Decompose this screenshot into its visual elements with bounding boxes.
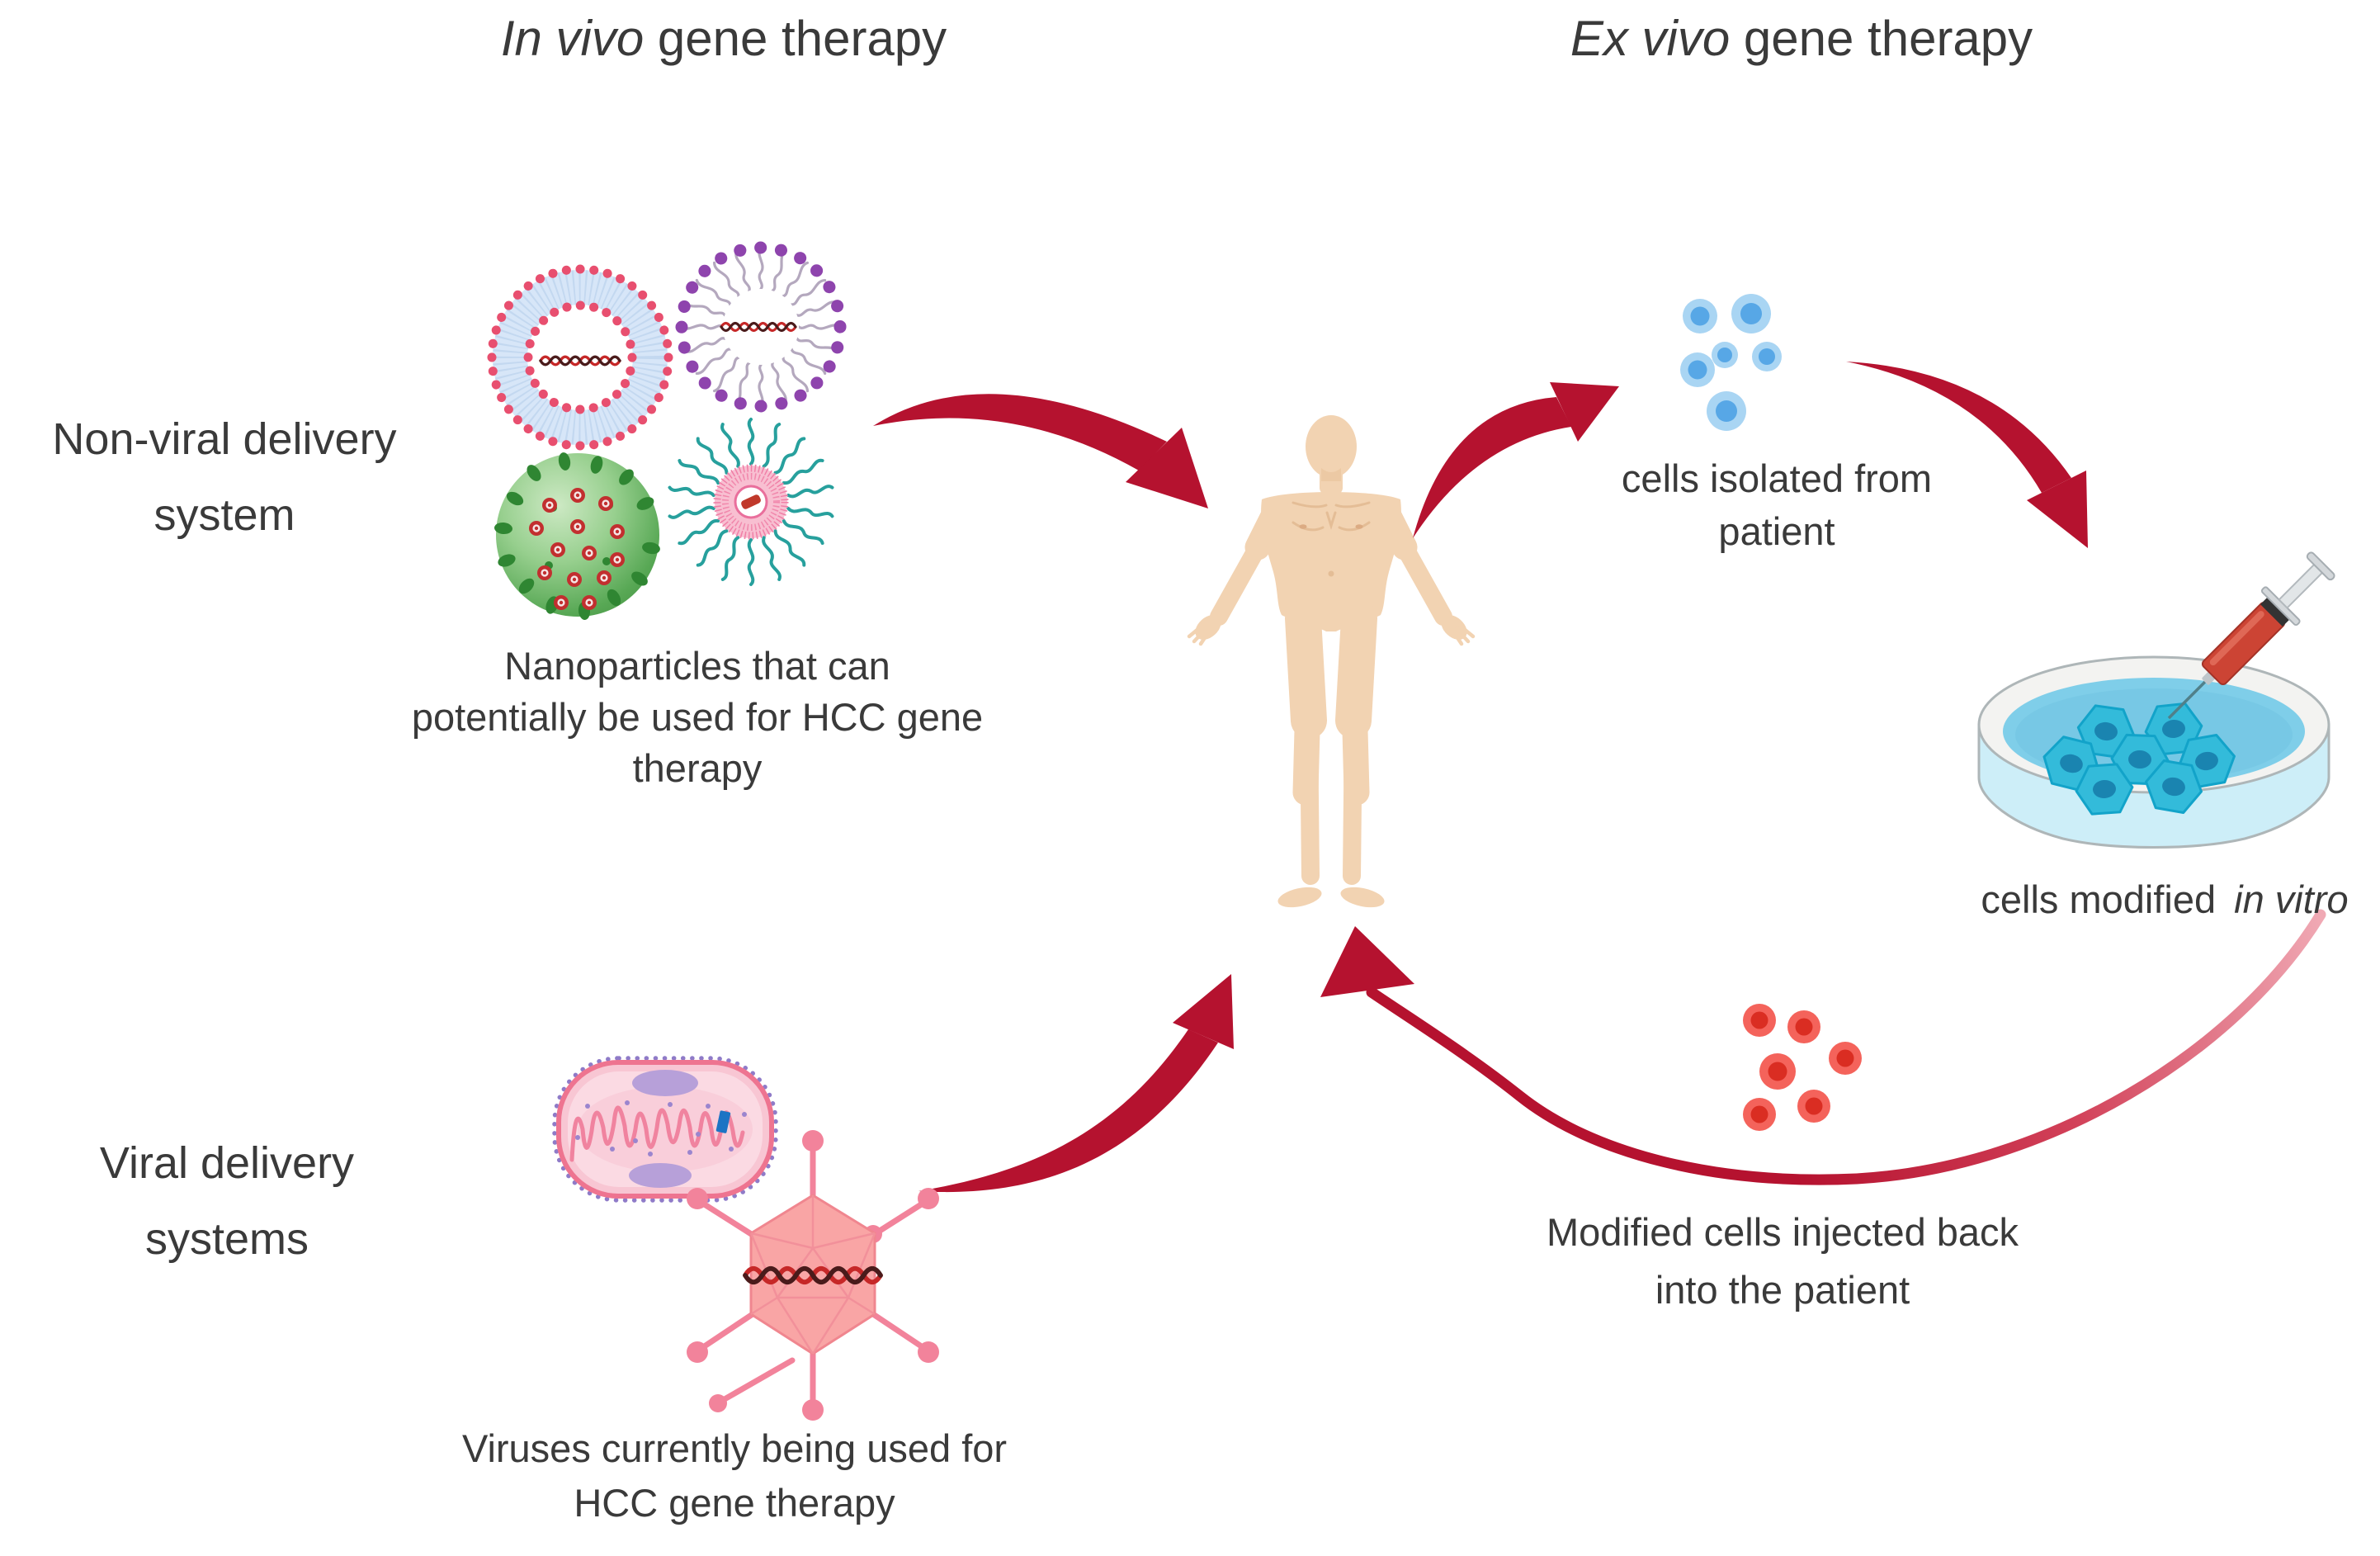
ex-vivo-italic: Ex vivo <box>1570 11 1731 66</box>
isolated-cells-icon <box>1680 294 1782 431</box>
caption-cells-isolated: cells isolated from patient <box>1621 456 1933 553</box>
title-in-vivo: In vivo gene therapy <box>501 10 947 67</box>
ex-vivo-rest: gene therapy <box>1730 11 2033 66</box>
arrow-nanoparticles-to-patient <box>873 394 1208 508</box>
in-vivo-rest: gene therapy <box>644 11 947 66</box>
modified-cells-icon <box>1743 1004 1862 1131</box>
green-nanoparticle-icon <box>494 452 660 620</box>
in-vivo-italic: In vivo <box>500 11 645 66</box>
human-body-icon <box>1187 415 1476 908</box>
petri-dish-icon <box>1977 551 2335 849</box>
caption-nanoparticles: Nanoparticles that can potentially be us… <box>411 644 984 790</box>
label-non-viral-delivery: Non-viral delivery system <box>52 414 397 540</box>
polymer-micelle-nanoparticle-icon <box>675 241 847 413</box>
arrow-patient-to-cells <box>1413 382 1619 538</box>
arrow-virus-to-patient <box>918 974 1234 1193</box>
pegylated-micelle-nanoparticle-icon <box>668 418 834 586</box>
label-viral-delivery: Viral delivery systems <box>99 1138 355 1264</box>
arrow-modified-cells-to-patient <box>1320 909 2326 1185</box>
bacterial-plasmid-icon <box>552 1056 778 1203</box>
caption-viruses: Viruses currently being used for HCC gen… <box>461 1426 1008 1525</box>
title-ex-vivo: Ex vivo gene therapy <box>1570 10 2033 67</box>
gene-cargo-dots <box>529 488 625 610</box>
liposome-nanoparticle-icon <box>487 264 673 451</box>
adenovirus-icon <box>687 1130 939 1421</box>
arrow-cells-to-dish <box>1846 362 2088 548</box>
caption-cells-injected: Modified cells injected back into the pa… <box>1546 1210 2019 1312</box>
syringe-icon <box>2167 551 2335 720</box>
